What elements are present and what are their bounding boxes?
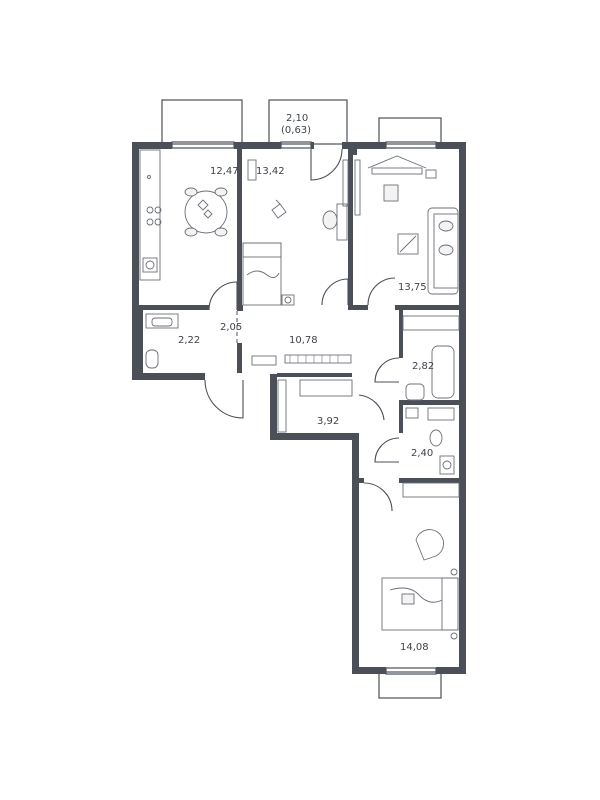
- bedroom-top-furniture: [242, 159, 349, 306]
- area-bath-right: 2,82: [412, 361, 434, 372]
- living-furniture: [354, 155, 459, 295]
- window-bedroom: [280, 141, 312, 149]
- area-balcony: 2,10: [286, 113, 308, 124]
- bedroom-bottom-furniture: [381, 529, 459, 640]
- window-kitchen: [171, 141, 235, 149]
- doors: [204, 148, 400, 512]
- area-hall: 10,78: [289, 335, 318, 346]
- area-bedroom-bottom: 14,08: [400, 642, 429, 653]
- outer-walls: [132, 142, 466, 674]
- area-kitchen: 12,47: [210, 166, 239, 177]
- bathroom-fixtures: [145, 313, 455, 475]
- window-living: [385, 141, 437, 149]
- area-living: 13,75: [398, 282, 427, 293]
- balcony-right: [378, 117, 442, 145]
- balcony-left: [161, 99, 243, 145]
- area-bedroom-top: 13,42: [256, 166, 285, 177]
- area-balcony-reduced: (0,63): [281, 125, 311, 136]
- area-storage: 3,92: [317, 416, 339, 427]
- window-bedroom-bottom: [385, 667, 437, 675]
- inner-walls: [139, 149, 459, 483]
- area-bath-left: 2,22: [178, 335, 200, 346]
- hall-furniture: [251, 315, 460, 498]
- balcony-bottom: [378, 671, 442, 699]
- kitchen-furniture: [139, 149, 228, 281]
- balcony-center: [268, 99, 348, 145]
- area-wc-right: 2,40: [411, 448, 433, 459]
- area-corridor: 2,05: [220, 322, 242, 333]
